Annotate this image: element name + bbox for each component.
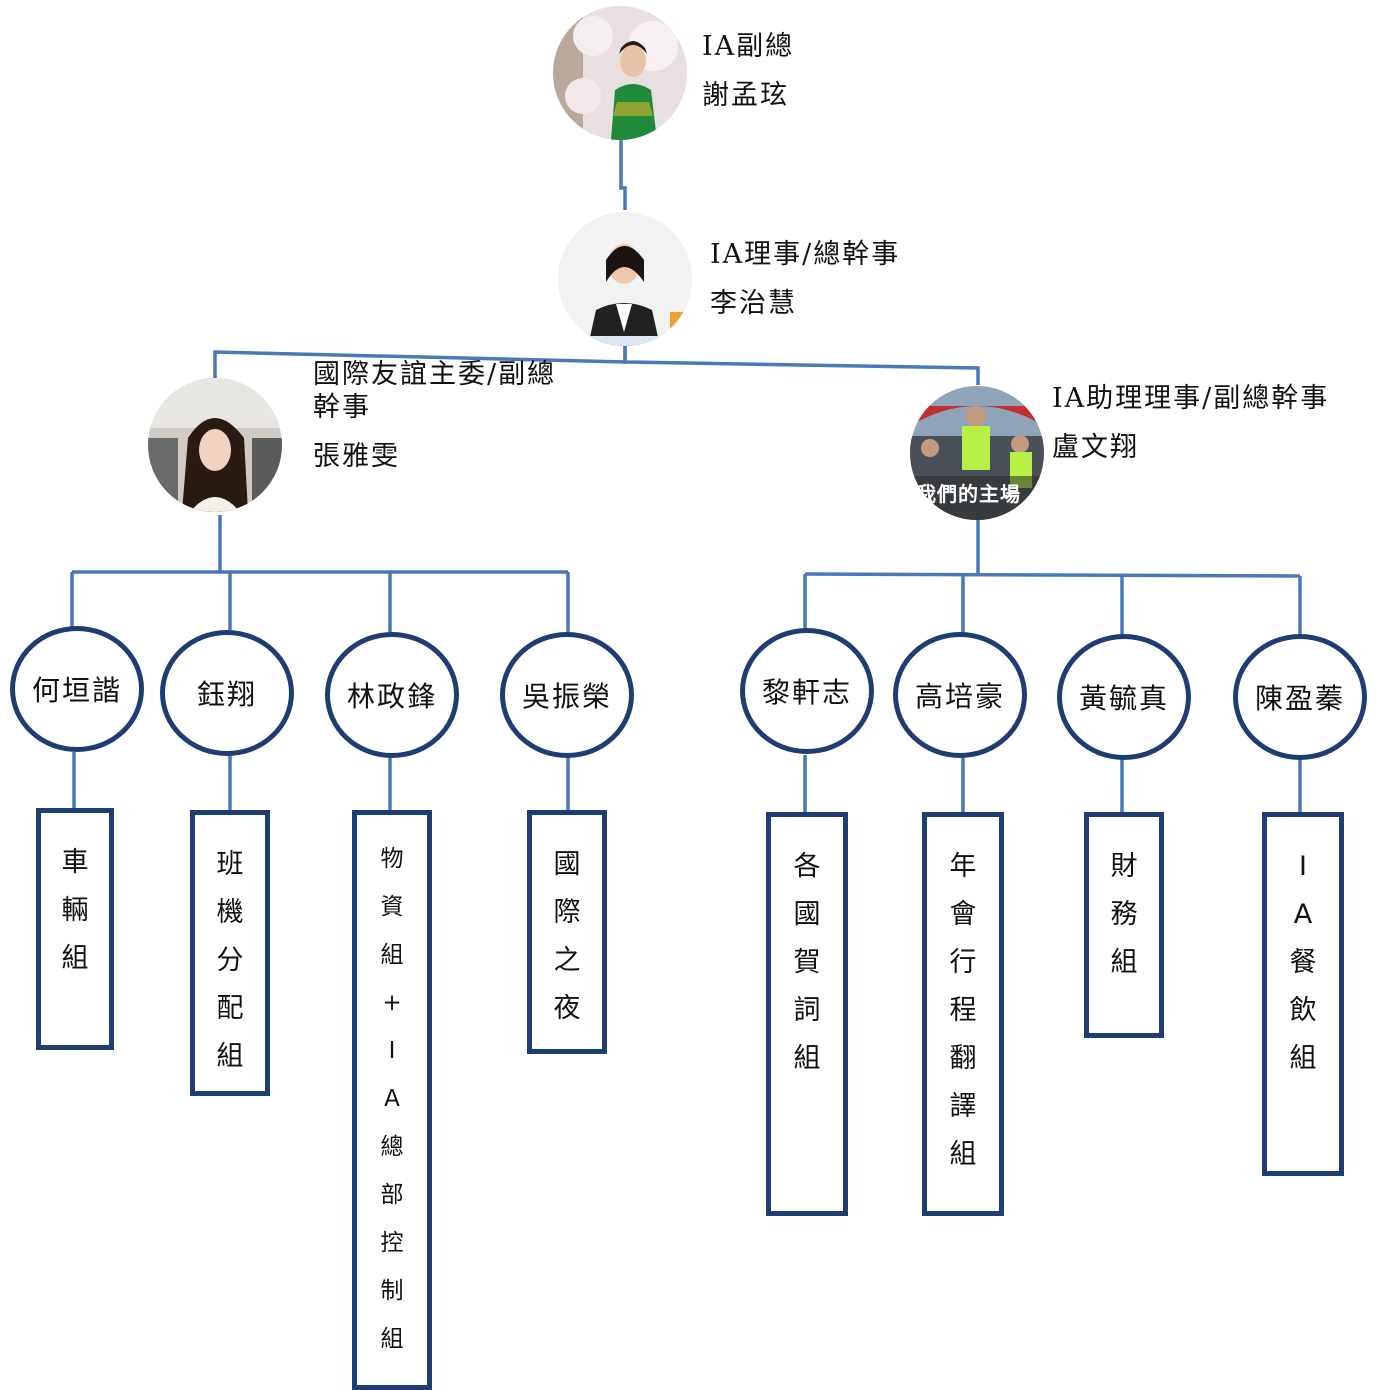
- group-char: 行: [949, 947, 977, 978]
- group-box: I A 餐 飲 組: [1262, 812, 1344, 1176]
- group-char: 詞: [793, 995, 821, 1026]
- group-char: 車: [61, 847, 89, 878]
- group-char: 組: [380, 1326, 404, 1352]
- group-char: 賀: [793, 947, 821, 978]
- group-char: 分: [216, 945, 244, 976]
- group-char: 資: [380, 894, 404, 920]
- group-char: 配: [216, 993, 244, 1024]
- group-char: 組: [949, 1139, 977, 1170]
- photo-caption-right: 我們的主場: [916, 482, 1021, 506]
- group-char: 譯: [949, 1091, 977, 1122]
- second-title: IA理事/總幹事 李治慧: [710, 238, 900, 320]
- group-char: 機: [216, 897, 244, 928]
- group-char: 輛: [61, 895, 89, 926]
- group-char: 翻: [949, 1043, 977, 1074]
- group-box: 國 際 之 夜: [527, 810, 607, 1054]
- member-circle: 林政鋒: [325, 632, 459, 758]
- group-char: 組: [1289, 1043, 1317, 1074]
- member-circle: 高培豪: [893, 632, 1027, 758]
- left-head-name: 張雅雯: [313, 441, 400, 472]
- group-char: 務: [1110, 899, 1138, 930]
- right-head-name: 盧文翔: [1052, 432, 1139, 463]
- group-box: 班 機 分 配 組: [190, 810, 270, 1096]
- group-char: 組: [380, 942, 404, 968]
- group-char: 總: [380, 1134, 404, 1160]
- group-char: 控: [380, 1230, 404, 1256]
- group-char: 組: [216, 1041, 244, 1072]
- top-title: IA副總 謝孟玹: [702, 30, 794, 112]
- group-char: 制: [380, 1278, 404, 1304]
- left-head-role-2: 幹事: [313, 392, 371, 423]
- left-head-title: 國際友誼主委/副總 幹事 張雅雯: [313, 358, 556, 473]
- group-box: 車 輛 組: [36, 808, 114, 1050]
- right-head-title: IA助理理事/副總幹事 盧文翔: [1052, 382, 1329, 464]
- group-char: 國: [793, 899, 821, 930]
- group-char: A: [1293, 899, 1313, 930]
- left-head-role-1: 國際友誼主委/副總: [313, 359, 557, 390]
- group-char: 飲: [1289, 995, 1317, 1026]
- member-circle: 黎軒志: [740, 628, 874, 754]
- member-circle: 何垣諧: [10, 626, 144, 752]
- top-role: IA副總: [702, 31, 795, 62]
- group-char: +: [382, 990, 402, 1016]
- second-role: IA理事/總幹事: [710, 239, 901, 270]
- group-char: 程: [949, 995, 977, 1026]
- member-circle: 黃毓真: [1057, 634, 1191, 760]
- second-name: 李治慧: [710, 288, 797, 319]
- group-box: 財 務 組: [1084, 812, 1164, 1038]
- group-char: 組: [793, 1043, 821, 1074]
- avatar-top: [553, 6, 687, 140]
- group-char: I: [1299, 851, 1307, 882]
- group-char: 年: [949, 851, 977, 882]
- group-char: 夜: [553, 993, 581, 1024]
- group-char: 會: [949, 899, 977, 930]
- group-char: 財: [1110, 851, 1138, 882]
- top-name: 謝孟玹: [702, 80, 789, 111]
- group-box: 物 資 組 + I A 總 部 控 制 組: [352, 810, 432, 1390]
- avatar-right-head: 我們的主場: [910, 386, 1044, 520]
- group-char: I: [388, 1038, 396, 1064]
- member-circle: 陳盈蓁: [1233, 634, 1367, 760]
- group-char: 際: [553, 897, 581, 928]
- group-char: 組: [1110, 947, 1138, 978]
- group-char: 各: [793, 851, 821, 882]
- avatar-second: [558, 212, 692, 346]
- member-circle: 吳振榮: [500, 632, 634, 758]
- group-char: 之: [553, 945, 581, 976]
- avatar-left-head: [148, 378, 282, 512]
- group-char: 班: [216, 849, 244, 880]
- right-head-role: IA助理理事/副總幹事: [1052, 383, 1330, 414]
- group-char: 國: [553, 849, 581, 880]
- group-box: 年 會 行 程 翻 譯 組: [922, 812, 1004, 1216]
- group-box: 各 國 賀 詞 組: [766, 812, 848, 1216]
- group-char: 組: [61, 943, 89, 974]
- group-char: 物: [380, 846, 404, 872]
- member-circle: 鈺翔: [160, 630, 294, 756]
- group-char: 部: [380, 1182, 404, 1208]
- group-char: 餐: [1289, 947, 1317, 978]
- group-char: A: [384, 1086, 400, 1112]
